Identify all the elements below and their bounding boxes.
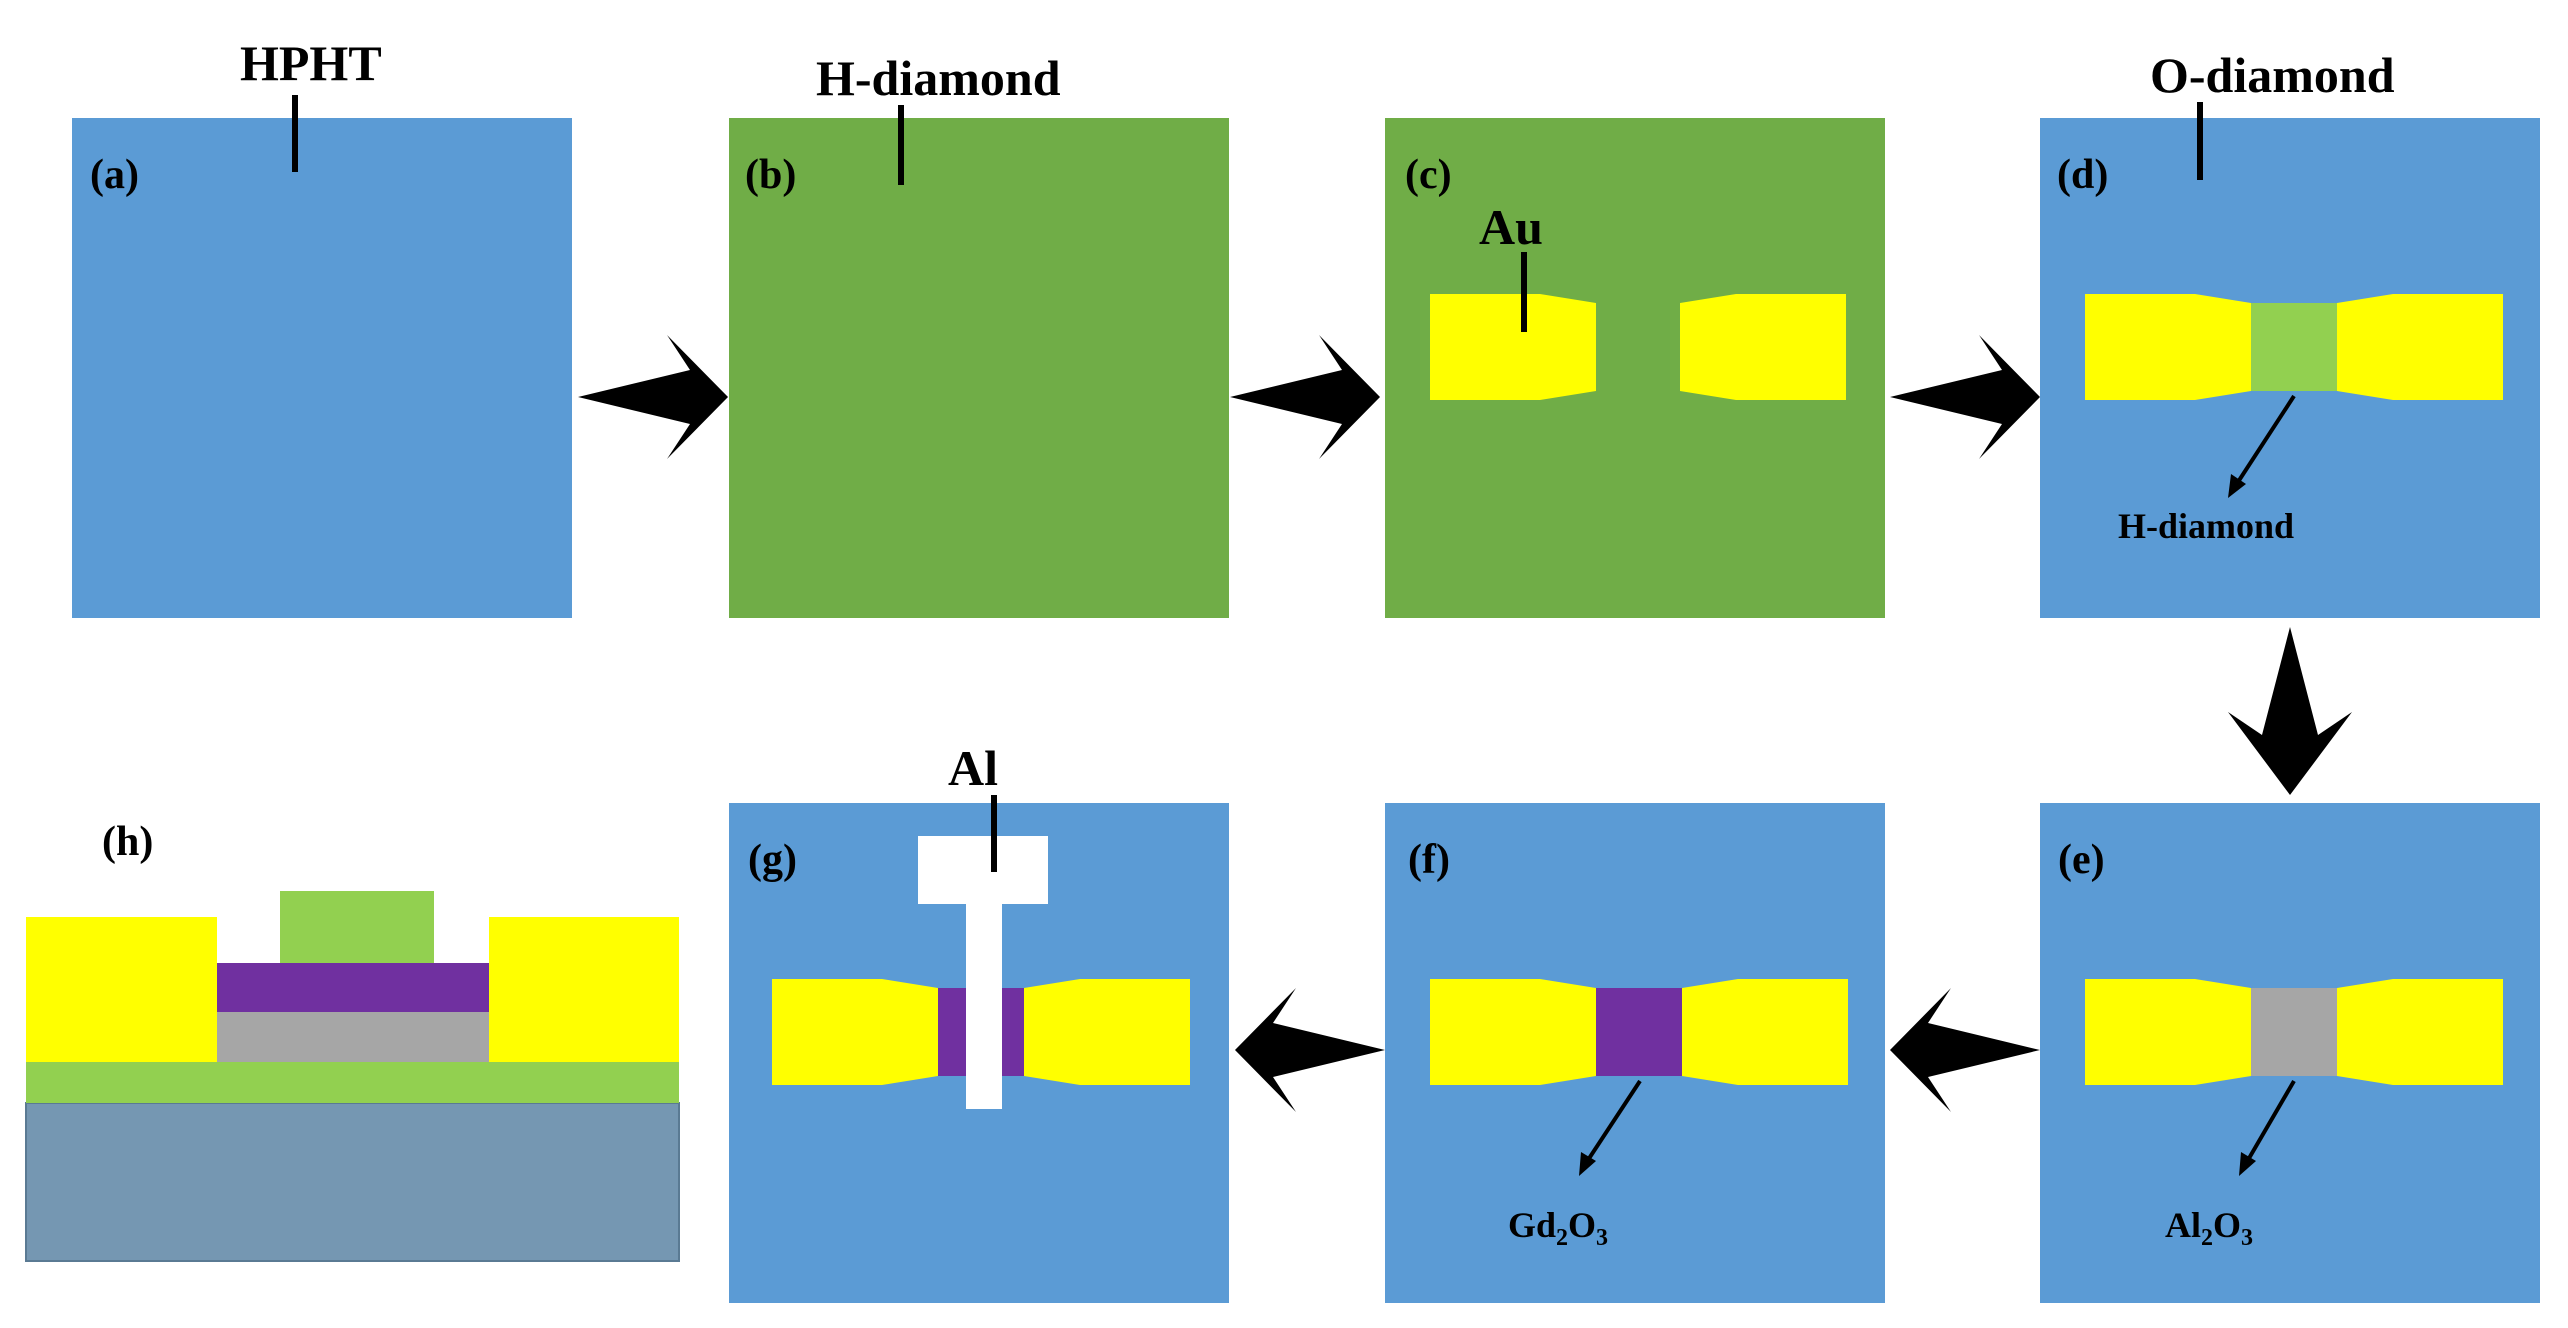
panel-h: (h) <box>25 819 680 1262</box>
flow-arrows <box>578 335 2352 1112</box>
arrow-a-to-b <box>578 335 728 459</box>
cs-al-gate <box>280 891 434 963</box>
panel-f-tag: (f) <box>1408 837 1450 883</box>
panel-a: (a) HPHT <box>72 35 572 618</box>
al2o3-annotation: Al2O3 <box>2165 1205 2253 1251</box>
panel-b-tag: (b) <box>745 152 796 198</box>
au-electrode-left-d <box>2085 294 2251 400</box>
h-diamond-pointer-line <box>2236 394 2296 484</box>
panel-e-tag: (e) <box>2058 837 2105 883</box>
arrow-e-to-f <box>1890 988 2040 1112</box>
panel-h-tag: (h) <box>102 819 153 865</box>
gd2o3-pointer-head <box>1579 1152 1596 1176</box>
gd2o3-layer <box>1596 988 1682 1076</box>
al2o3-layer <box>2251 988 2337 1076</box>
cs-substrate <box>25 1102 680 1262</box>
al2o3-pointer-head <box>2239 1152 2256 1176</box>
h-diamond-surface <box>729 118 1229 618</box>
au-electrode-left <box>1430 294 1596 400</box>
au-electrode-right-d <box>2337 294 2503 400</box>
cs-al2o3 <box>217 1012 489 1062</box>
cs-h-diamond-layer <box>26 1062 679 1103</box>
gd2o3-annotation: Gd2O3 <box>1508 1205 1608 1251</box>
au-electrode-left-e <box>2085 979 2251 1085</box>
gd2o3-pointer-line <box>1586 1079 1642 1162</box>
h-diamond-channel <box>2251 303 2337 391</box>
panel-g: (g) Al <box>729 740 1229 1303</box>
al2o3-pointer-line <box>2246 1079 2296 1162</box>
h-diamond-annotation: H-diamond <box>2118 506 2294 546</box>
al-gate-pad <box>918 836 1048 904</box>
al-callout: Al <box>948 740 998 796</box>
au-electrode-right-g <box>1024 979 1190 1085</box>
panel-a-tag: (a) <box>90 152 139 198</box>
panel-e: (e) Al2O3 <box>2040 803 2540 1303</box>
hpht-substrate <box>72 118 572 618</box>
au-electrode-right <box>1680 294 1846 400</box>
cs-au-right <box>489 917 679 1062</box>
arrow-d-to-e <box>2228 627 2352 795</box>
au-electrode-right-e <box>2337 979 2503 1085</box>
panel-c: (c) Au <box>1385 118 1885 618</box>
au-electrode-left-f <box>1430 979 1596 1085</box>
panel-b: (b) H-diamond <box>729 50 1229 618</box>
au-electrode-left-g <box>772 979 938 1085</box>
cs-au-left <box>26 917 217 1062</box>
panel-d: (d) O-diamond H-diamond <box>2040 47 2540 618</box>
al-gate-finger <box>966 904 1002 1109</box>
panel-g-tag: (g) <box>748 837 797 883</box>
h-diamond-pointer-head <box>2228 474 2246 498</box>
h-diamond-callout: H-diamond <box>816 50 1061 106</box>
au-electrode-right-f <box>1682 979 1848 1085</box>
panel-d-tag: (d) <box>2057 152 2108 198</box>
hpht-callout: HPHT <box>240 35 382 91</box>
panel-c-tag: (c) <box>1405 152 1452 198</box>
arrow-f-to-g <box>1235 988 1385 1112</box>
cs-gd2o3 <box>217 963 489 1012</box>
au-callout: Au <box>1479 199 1543 255</box>
o-diamond-callout: O-diamond <box>2150 47 2395 103</box>
arrow-b-to-c <box>1230 335 1380 459</box>
panel-f: (f) Gd2O3 <box>1385 803 1885 1303</box>
arrow-c-to-d <box>1890 335 2040 459</box>
